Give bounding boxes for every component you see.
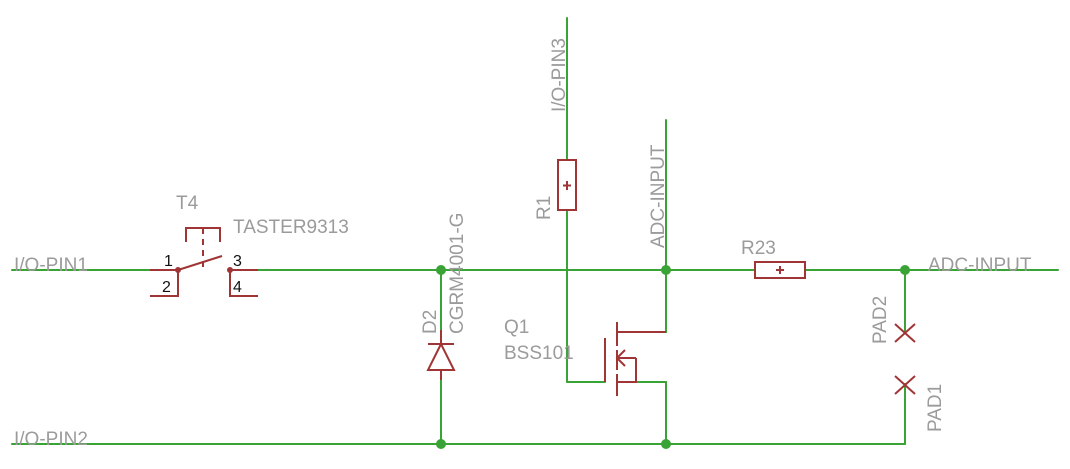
pad1-label: PAD1 bbox=[925, 384, 946, 432]
mosfet-arrow bbox=[615, 349, 626, 367]
resistor-body bbox=[754, 261, 806, 279]
pad-x-mark bbox=[894, 323, 916, 343]
diode-triangle bbox=[426, 341, 456, 371]
mosfet-source bbox=[617, 358, 637, 383]
mosfet-q1: Q1 BSS101 bbox=[504, 317, 666, 396]
net-label-io-pin2: I/O-PIN2 bbox=[14, 429, 88, 450]
pad-x-mark bbox=[894, 375, 916, 395]
diode-d2: D2 CGRM4001-G bbox=[420, 213, 468, 380]
switch-ref-label: T4 bbox=[176, 193, 199, 214]
net-label-io-pin1: I/O-PIN1 bbox=[14, 255, 88, 276]
pad-pad2: PAD2 bbox=[870, 296, 916, 344]
net-label-io-pin3: I/O-PIN3 bbox=[549, 38, 570, 112]
junctions bbox=[436, 265, 910, 449]
resistor-body bbox=[557, 159, 577, 211]
resistor-r1: R1 bbox=[534, 159, 577, 220]
pad-pad1: PAD1 bbox=[894, 375, 946, 432]
junction-dot bbox=[661, 265, 671, 275]
wires bbox=[11, 17, 1059, 445]
r23-ref-label: R23 bbox=[741, 238, 776, 259]
net-label-adc-input-right: ADC-INPUT bbox=[928, 255, 1032, 276]
mosfet-value-label: BSS101 bbox=[504, 343, 574, 364]
diode-value-label: CGRM4001-G bbox=[447, 213, 468, 334]
net-labels: I/O-PIN1 I/O-PIN2 I/O-PIN3 ADC-INPUT ADC… bbox=[14, 38, 1032, 450]
junction-dot bbox=[900, 265, 910, 275]
pad2-label: PAD2 bbox=[870, 296, 891, 344]
switch-lead-4 bbox=[229, 270, 258, 297]
switch-pin-number: 2 bbox=[162, 279, 171, 296]
net-label-adc-input-top: ADC-INPUT bbox=[648, 144, 669, 248]
diode-ref-label: D2 bbox=[420, 310, 441, 334]
junction-dot bbox=[661, 439, 671, 449]
junction-dot bbox=[436, 439, 446, 449]
switch-lever bbox=[177, 255, 223, 271]
resistor-r23: R23 bbox=[741, 238, 806, 279]
switch-t4: T4 TASTER9313 1 2 3 4 bbox=[150, 193, 349, 297]
switch-lead-2 bbox=[150, 270, 179, 297]
switch-pin-number: 3 bbox=[233, 253, 242, 270]
switch-value-label: TASTER9313 bbox=[233, 217, 349, 238]
switch-pin-number: 1 bbox=[164, 253, 173, 270]
switch-pin-number: 4 bbox=[233, 279, 242, 296]
mosfet-ref-label: Q1 bbox=[504, 317, 529, 338]
r1-ref-label: R1 bbox=[534, 196, 555, 220]
junction-dot bbox=[436, 265, 446, 275]
